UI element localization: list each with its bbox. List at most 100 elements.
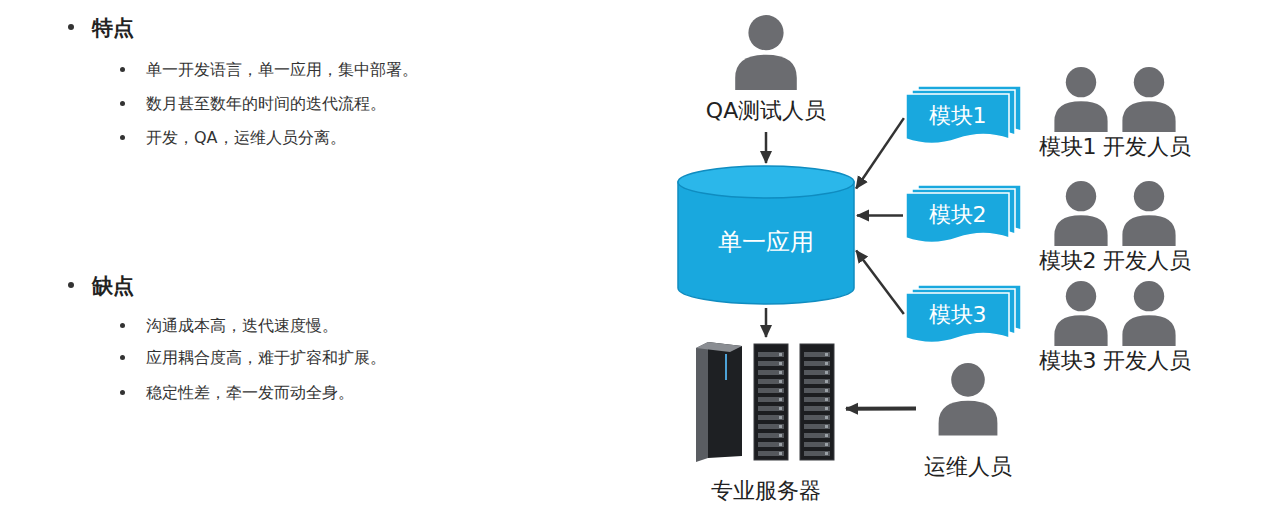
section-heading: 特点	[92, 14, 134, 42]
server-unit-led	[779, 425, 782, 428]
server-unit-led	[779, 443, 782, 446]
person-head	[1066, 281, 1096, 311]
person-head	[748, 15, 783, 50]
server-unit-led	[779, 398, 782, 401]
server-unit-led	[779, 371, 782, 374]
server-unit	[804, 397, 830, 402]
developer-node: 模块1 开发人员	[1020, 64, 1210, 170]
server-unit	[758, 451, 784, 456]
module-document: 模块1	[905, 85, 1022, 148]
box-label: 模块1	[929, 103, 987, 129]
server-rack-group	[696, 342, 834, 462]
bullet-item: 稳定性差，牵一发而动全身。	[146, 383, 354, 404]
server-unit	[804, 442, 830, 447]
cylinder-body	[678, 182, 854, 304]
server-unit-led	[825, 434, 828, 437]
server-unit	[758, 379, 784, 384]
person-icon	[1054, 67, 1107, 132]
person-body	[1054, 215, 1107, 246]
server-cabinet	[754, 344, 788, 460]
server-unit	[758, 370, 784, 375]
text-holder: 模块2 开发人员	[1020, 248, 1210, 284]
server-unit	[804, 352, 830, 357]
person-head	[1066, 181, 1096, 211]
text-holder: 模块2	[905, 192, 1010, 239]
person-icon	[939, 363, 998, 435]
text-holder: 单一应用	[677, 189, 855, 295]
person-icon	[1054, 281, 1107, 346]
connector-arrow	[856, 251, 904, 314]
server-unit	[804, 433, 830, 438]
bullet-dot	[120, 355, 125, 360]
icon-caption: QA测试人员	[706, 98, 826, 124]
text-holder: 专业服务器	[688, 478, 844, 512]
section-heading: 缺点	[92, 272, 134, 300]
server-unit	[804, 379, 830, 384]
connector-arrow	[857, 214, 903, 217]
server-unit-led	[779, 434, 782, 437]
person-head	[1134, 181, 1164, 211]
server-led	[725, 354, 727, 380]
server-unit-led	[825, 407, 828, 410]
person-icon	[1122, 181, 1175, 246]
person-head	[1066, 67, 1096, 97]
server-unit	[758, 442, 784, 447]
person-body	[1122, 101, 1175, 132]
person-body	[1122, 215, 1175, 246]
server-art	[688, 340, 844, 466]
server-unit-led	[825, 353, 828, 356]
person-body	[735, 55, 797, 90]
server-unit	[804, 451, 830, 456]
server-unit-led	[825, 362, 828, 365]
bullet-dot	[68, 24, 74, 30]
developer-pair-art	[1020, 64, 1210, 132]
server-unit	[758, 415, 784, 420]
bullet-item: 数月甚至数年的时间的迭代流程。	[146, 94, 386, 115]
document-page	[906, 94, 1009, 144]
person-head	[1134, 281, 1164, 311]
server-unit-led	[779, 389, 782, 392]
icon-caption: 模块2 开发人员	[1039, 248, 1192, 274]
box-label: 模块3	[929, 302, 987, 328]
bullet-item: 应用耦合度高，难于扩容和扩展。	[146, 348, 386, 369]
developer-pair-art	[1020, 178, 1210, 246]
server-unit-led	[779, 380, 782, 383]
connector-arrow	[846, 406, 916, 410]
document-page	[906, 193, 1009, 243]
person-art	[688, 12, 844, 90]
server-unit-led	[779, 452, 782, 455]
person-head	[951, 363, 985, 397]
server-unit-led	[779, 353, 782, 356]
text-holder: 模块1	[905, 93, 1010, 140]
server-top	[696, 342, 742, 352]
server-unit	[758, 361, 784, 366]
server-cabinet	[800, 344, 834, 460]
bullet-dot	[120, 323, 125, 328]
connector-arrow	[765, 132, 768, 163]
server-unit	[758, 424, 784, 429]
person-icon	[1122, 67, 1175, 132]
person-body	[1054, 315, 1107, 346]
person-body	[1054, 101, 1107, 132]
bullet-dot	[120, 135, 125, 140]
developer-pair-art	[1020, 278, 1210, 346]
person-icon	[735, 15, 797, 90]
icon-caption: 模块1 开发人员	[1039, 134, 1192, 160]
document-page	[906, 293, 1009, 343]
text-holder: 模块3 开发人员	[1020, 348, 1210, 384]
box-label: 单一应用	[718, 228, 814, 257]
person-head	[1134, 67, 1164, 97]
person-icon	[1122, 281, 1175, 346]
text-holder: 模块3	[905, 292, 1010, 339]
text-holder: QA测试人员	[688, 98, 844, 130]
connector-arrow	[765, 308, 768, 337]
module-document: 模块2	[905, 184, 1022, 247]
server-unit	[758, 406, 784, 411]
box-label: 模块2	[929, 202, 987, 228]
person-icon	[1054, 181, 1107, 246]
connector-arrow	[856, 118, 904, 188]
person-body	[939, 401, 998, 436]
icon-caption: 运维人员	[924, 454, 1012, 480]
server-unit-led	[779, 416, 782, 419]
